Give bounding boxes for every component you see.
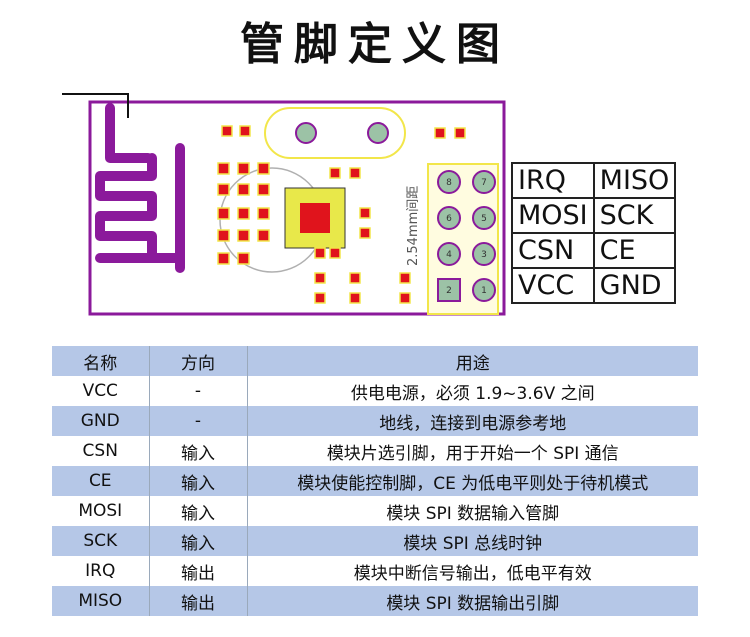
cell-name: CE bbox=[88, 471, 112, 491]
header-direction: 方向 bbox=[148, 346, 247, 376]
crystal bbox=[264, 107, 406, 159]
table-row: VCC - 供电电源，必须 1.9~3.6V 之间 bbox=[52, 376, 698, 406]
cell-usage: 模块 SPI 数据输出引脚 bbox=[246, 586, 698, 616]
table-row: CE 输入 模块使能控制脚，CE 为低电平则处于待机模式 bbox=[52, 466, 698, 496]
table-row: SCK 输入 模块 SPI 总线时钟 bbox=[52, 526, 698, 556]
cell-usage: 模块使能控制脚，CE 为低电平则处于待机模式 bbox=[246, 466, 698, 496]
cell-name: VCC bbox=[82, 381, 118, 401]
board-svg: 2.54mm间距 8 7 6 5 4 3 2 1 bbox=[62, 93, 506, 316]
cell-name: MISO bbox=[78, 591, 123, 611]
rf-chip bbox=[284, 187, 346, 249]
page-title: 管脚定义图 bbox=[240, 19, 510, 70]
table-row: CSN 输入 模块片选引脚，用于开始一个 SPI 通信 bbox=[52, 436, 698, 466]
pin-label: SCK bbox=[592, 197, 677, 234]
cell-name: IRQ bbox=[85, 561, 116, 581]
header-name: 名称 bbox=[83, 353, 118, 374]
pin-numbers: 8 7 6 5 4 3 2 1 bbox=[446, 178, 487, 296]
cell-direction: 输出 bbox=[148, 556, 247, 586]
pin-label: GND bbox=[592, 267, 677, 304]
cell-name: CSN bbox=[82, 441, 118, 461]
pinout-row: VCC GND bbox=[511, 267, 677, 304]
cell-direction: 输出 bbox=[148, 586, 247, 616]
pin-label: CE bbox=[592, 232, 677, 269]
smd-pads bbox=[217, 125, 466, 304]
table-header-row: 名称 方向 用途 bbox=[52, 346, 698, 376]
table-row: MOSI 输入 模块 SPI 数据输入管脚 bbox=[52, 496, 698, 526]
table-row: MISO 输出 模块 SPI 数据输出引脚 bbox=[52, 586, 698, 616]
cell-usage: 模块中断信号输出，低电平有效 bbox=[246, 556, 698, 586]
rf-chip-core bbox=[300, 203, 330, 233]
cell-usage: 地线，连接到电源参考地 bbox=[246, 406, 698, 436]
pin-number: 8 bbox=[446, 178, 452, 188]
pin-label: MOSI bbox=[511, 197, 595, 234]
header-usage: 用途 bbox=[246, 346, 698, 376]
pin-number: 1 bbox=[481, 286, 487, 296]
spacing-label: 2.54mm间距 bbox=[406, 186, 421, 266]
table-row: IRQ 输出 模块中断信号输出，低电平有效 bbox=[52, 556, 698, 586]
pin-number: 5 bbox=[481, 214, 487, 224]
pinout-table: IRQ MISO MOSI SCK CSN CE VCC GND bbox=[511, 162, 677, 304]
pinout-row: MOSI SCK bbox=[511, 197, 677, 234]
pin-label: CSN bbox=[511, 232, 595, 269]
table-row: GND - 地线，连接到电源参考地 bbox=[52, 406, 698, 436]
module-board-diagram: 2.54mm间距 8 7 6 5 4 3 2 1 bbox=[60, 88, 510, 322]
cell-name: GND bbox=[80, 411, 120, 431]
cell-direction: 输入 bbox=[148, 436, 247, 466]
pinout-row: CSN CE bbox=[511, 232, 677, 269]
cell-usage: 模块 SPI 数据输入管脚 bbox=[246, 496, 698, 526]
pin-function-table: 名称 方向 用途 VCC - 供电电源，必须 1.9~3.6V 之间 GND -… bbox=[52, 346, 698, 616]
cell-direction: 输入 bbox=[148, 526, 247, 556]
cell-direction: - bbox=[148, 376, 247, 406]
cell-direction: 输入 bbox=[148, 466, 247, 496]
cell-name: MOSI bbox=[78, 501, 123, 521]
pin-number: 2 bbox=[446, 286, 452, 296]
cell-usage: 模块片选引脚，用于开始一个 SPI 通信 bbox=[246, 436, 698, 466]
cell-direction: 输入 bbox=[148, 496, 247, 526]
cell-name: SCK bbox=[83, 531, 118, 551]
cell-direction: - bbox=[148, 406, 247, 436]
pin-label: IRQ bbox=[511, 162, 595, 199]
pin-number: 6 bbox=[446, 214, 452, 224]
pin-number: 7 bbox=[481, 178, 487, 188]
cell-usage: 模块 SPI 总线时钟 bbox=[246, 526, 698, 556]
pin-label: MISO bbox=[592, 162, 677, 199]
pinout-row: IRQ MISO bbox=[511, 162, 677, 199]
header-pin-circles bbox=[437, 170, 496, 302]
cell-usage: 供电电源，必须 1.9~3.6V 之间 bbox=[246, 376, 698, 406]
pcb-antenna bbox=[95, 103, 185, 273]
antenna-lead bbox=[62, 93, 129, 118]
pin-label: VCC bbox=[511, 267, 595, 304]
pin-number: 4 bbox=[446, 250, 452, 260]
pin-number: 3 bbox=[481, 250, 487, 260]
